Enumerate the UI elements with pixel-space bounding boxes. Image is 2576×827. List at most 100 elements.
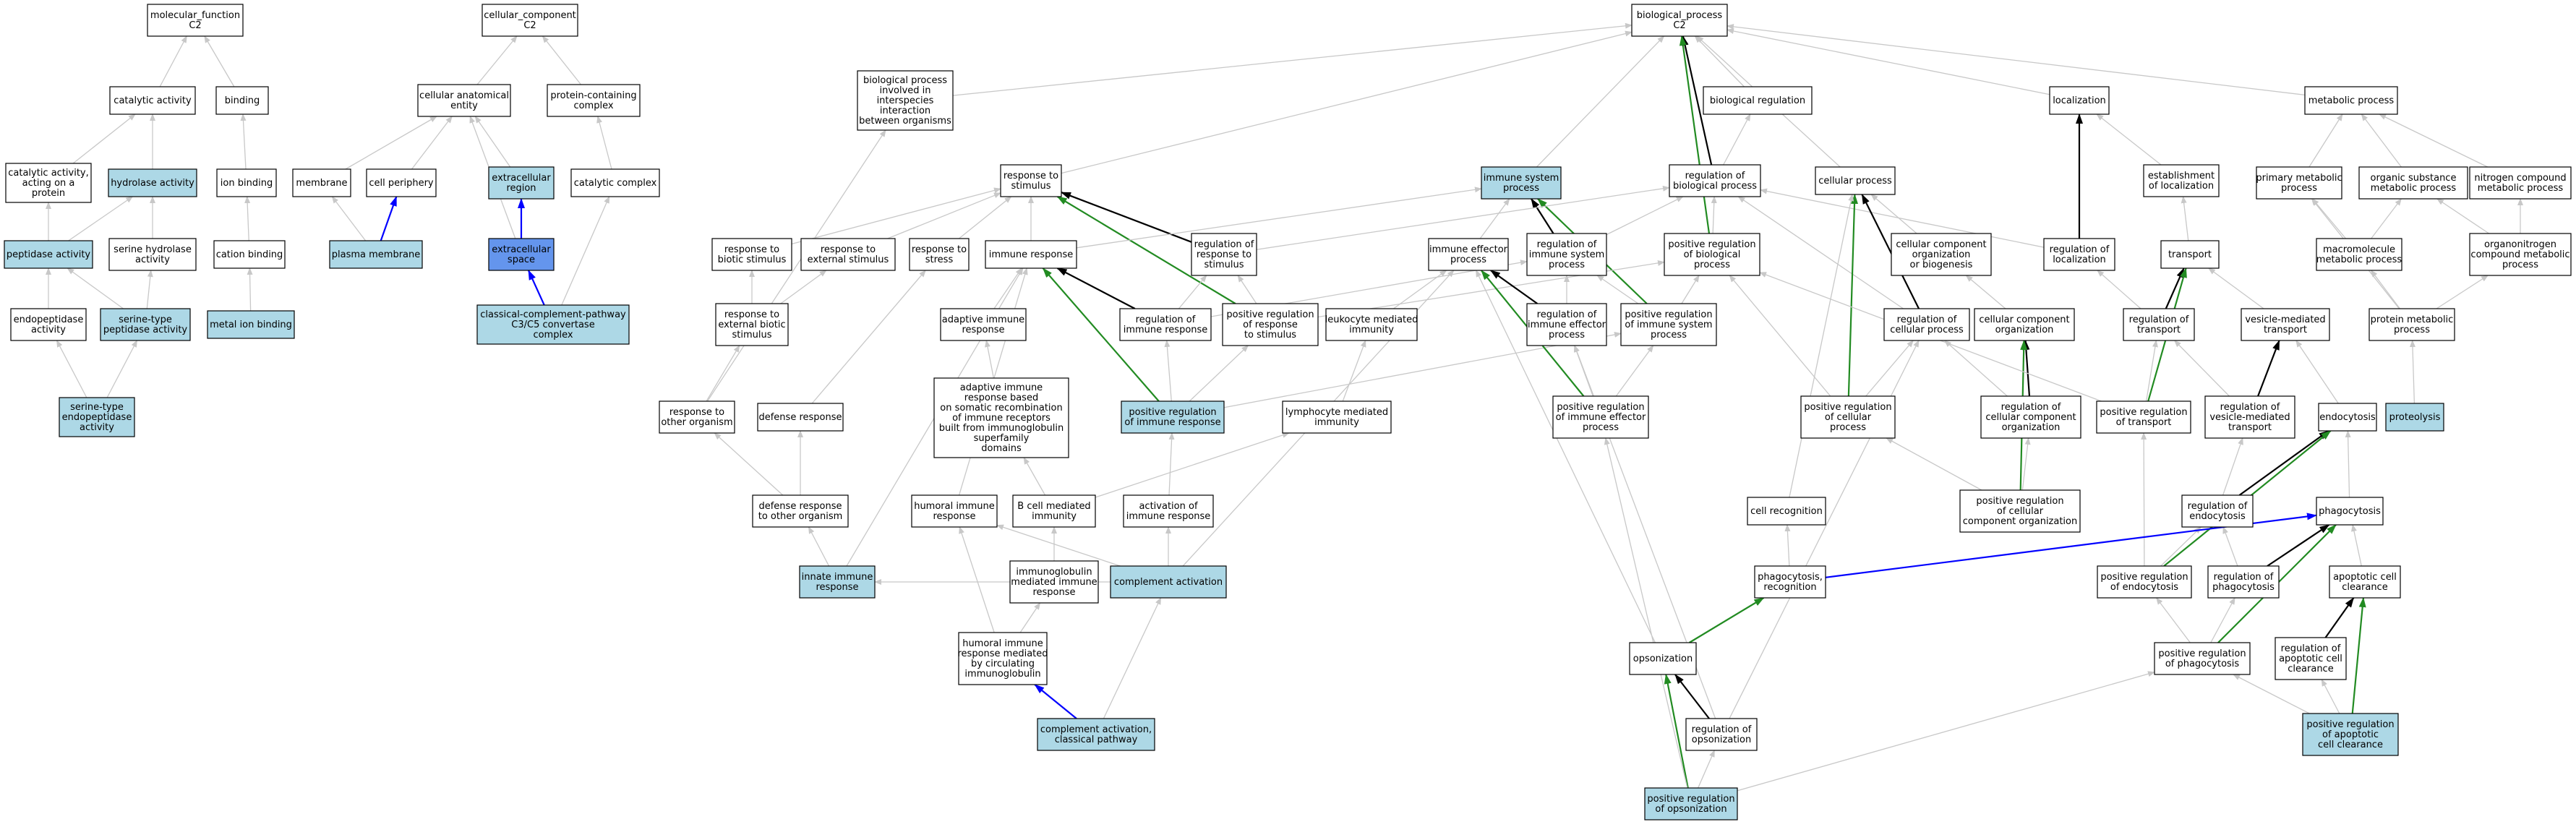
go-term-node-membrane[interactable]: membrane bbox=[292, 168, 351, 197]
go-term-node-catcomplex[interactable]: catalytic complex bbox=[570, 168, 660, 197]
node-label-line: biological regulation bbox=[1710, 95, 1805, 106]
go-term-node-metalion[interactable]: metal ion binding bbox=[207, 310, 295, 339]
go-term-node-cellrecog[interactable]: cell recognition bbox=[1747, 497, 1826, 526]
go-term-node-cellproc[interactable]: cellular process bbox=[1815, 166, 1896, 195]
go-term-node-proteolysis[interactable]: proteolysis bbox=[2385, 403, 2444, 432]
go-term-node-transport[interactable]: transport bbox=[2160, 240, 2220, 269]
go-term-node-periphery[interactable]: cell periphery bbox=[366, 168, 437, 197]
go-term-node-hydrolase[interactable]: hydrolase activity bbox=[108, 168, 197, 197]
go-term-node-binding[interactable]: binding bbox=[215, 86, 269, 115]
node-label-line: positive regulation bbox=[1668, 239, 1755, 250]
go-term-node-catalytic[interactable]: catalytic activity bbox=[109, 86, 196, 115]
go-term-node-phagocytosis[interactable]: phagocytosis bbox=[2316, 497, 2384, 526]
go-term-node-metabolic[interactable]: metabolic process bbox=[2304, 86, 2398, 115]
go-term-node-cationbind[interactable]: cation binding bbox=[213, 240, 286, 269]
go-term-node-phagrecog[interactable]: phagocytosis,recognition bbox=[1754, 565, 1826, 599]
node-label-line: endopeptidase bbox=[62, 412, 132, 423]
go-term-node-localization[interactable]: localization bbox=[2049, 86, 2110, 115]
go-term-node-bioreg[interactable]: biological regulation bbox=[1703, 86, 1813, 115]
go-term-node-plasmamem[interactable]: plasma membrane bbox=[329, 240, 423, 269]
go-term-node-opsonization[interactable]: opsonization bbox=[1629, 642, 1697, 675]
edge-posregcell-to-regcell bbox=[1865, 340, 1914, 397]
go-term-node-immresp[interactable]: immune response bbox=[985, 240, 1077, 269]
go-term-node-ionbinding[interactable]: ion binding bbox=[216, 168, 277, 197]
go-term-node-complclass[interactable]: complement activation,classical pathway bbox=[1037, 718, 1155, 751]
go-term-node-endocytosis[interactable]: endocytosis bbox=[2318, 403, 2377, 432]
go-term-node-defresp[interactable]: defense response bbox=[757, 403, 844, 432]
go-term-node-peptidase[interactable]: peptidase activity bbox=[4, 240, 93, 269]
go-term-node-complact[interactable]: complement activation bbox=[1110, 565, 1227, 599]
